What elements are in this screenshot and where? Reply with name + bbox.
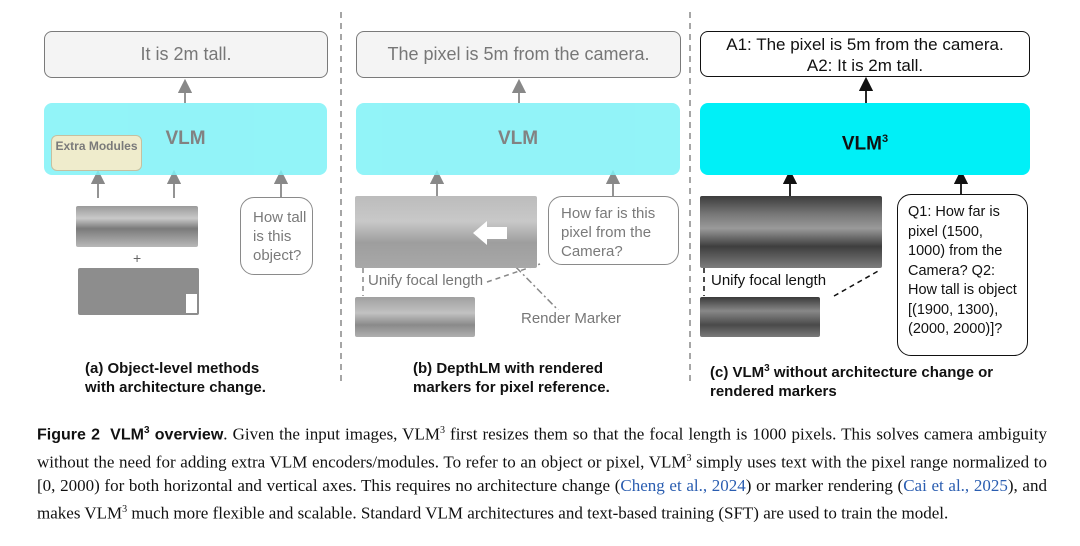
- panel-a-output-box: It is 2m tall.: [44, 31, 328, 78]
- panel-c-caption-post: without architecture change or: [769, 364, 994, 381]
- panel-a-street-image: [76, 206, 198, 247]
- panel-c-caption: (c) VLM3 without architecture change or …: [710, 359, 1040, 401]
- panel-b-resized-image: [355, 297, 475, 337]
- render-marker-label: Render Marker: [521, 310, 622, 327]
- figure-label: Figure 2: [37, 426, 101, 444]
- panel-c-question-box: Q1: How far is pixel (1500, 1000) from t…: [897, 194, 1028, 356]
- panel-c-caption-pre: (c) VLM: [710, 364, 765, 381]
- panel-a-caption: (a) Object-level methods with architectu…: [85, 359, 335, 397]
- unify-dash-c-right: [833, 269, 881, 297]
- panel-c-vlm-sup: 3: [881, 133, 889, 145]
- panel-b-question-box: How far is this pixel from the Camera?: [548, 196, 679, 265]
- caption-s2-sup: 3: [686, 453, 692, 465]
- panel-b-caption-line2: markers for pixel reference.: [413, 379, 610, 396]
- citation-cheng[interactable]: Cheng et al., 2024: [620, 476, 746, 496]
- panel-b-unify-label: Unify focal length: [366, 272, 486, 289]
- panel-a-plus: +: [133, 250, 142, 266]
- panel-b-output-box: The pixel is 5m from the camera.: [356, 31, 681, 78]
- caption-s5: ), and makes VLM: [37, 476, 1047, 523]
- caption-s1: . Given the input images, VLM: [223, 424, 440, 444]
- panel-b-caption-line1: (b) DepthLM with rendered: [413, 360, 603, 377]
- mask-white-region: [186, 294, 197, 313]
- figure-title-sup: 3: [143, 425, 150, 436]
- figure-caption: Figure 2 VLM3 overview. Given the input …: [37, 419, 1047, 525]
- citation-cai[interactable]: Cai et al., 2025: [903, 476, 1008, 496]
- render-marker-line: [500, 251, 564, 316]
- panel-a-caption-line1: (a) Object-level methods: [85, 360, 260, 377]
- panel-b-street-image: [355, 196, 537, 268]
- panel-a-question-box: How tall is this object?: [240, 197, 313, 275]
- panel-b-vlm-label: VLM: [497, 128, 539, 149]
- panel-c-output-box: A1: The pixel is 5m from the camera. A2:…: [700, 31, 1030, 77]
- caption-s5-sup: 3: [122, 503, 128, 515]
- caption-s2: first resizes them so that the focal len…: [37, 424, 1047, 472]
- panel-b-output-text: The pixel is 5m from the camera.: [387, 44, 650, 64]
- caption-s1-sup: 3: [439, 425, 445, 436]
- panel-c-vlm-label: VLM: [841, 133, 882, 155]
- panel-b-caption: (b) DepthLM with rendered markers for pi…: [413, 359, 673, 397]
- panel-c-caption-sup: 3: [764, 363, 770, 374]
- extra-modules-box: Extra Modules: [51, 135, 142, 171]
- panel-a-caption-line2: with architecture change.: [85, 379, 266, 396]
- panel-b-vlm-block: VLM: [356, 103, 680, 175]
- figure-title: VLM: [110, 426, 144, 444]
- panel-b-question-text: How far is this pixel from the Camera?: [561, 205, 656, 260]
- caption-s6: much more flexible and scalable. Standar…: [127, 503, 949, 523]
- panel-c-caption-line1: (c) VLM3 without architecture change or: [710, 359, 1040, 382]
- panel-a-vlm-label: VLM: [165, 128, 206, 149]
- panel-c-street-image: [700, 196, 882, 268]
- caption-s3: simply uses text with the pixel range no…: [37, 452, 1047, 496]
- panel-c-output-line1: A1: The pixel is 5m from the camera.: [726, 35, 1004, 54]
- panel-c-question-text: Q1: How far is pixel (1500, 1000) from t…: [908, 204, 1017, 337]
- panel-a-mask-image: [78, 268, 199, 315]
- panel-a-question-text: How tall is this object?: [253, 209, 307, 264]
- panel-c-output-line2: A2: It is 2m tall.: [806, 56, 924, 75]
- caption-s4: ) or marker rendering (: [745, 476, 904, 496]
- marker-arrow-icon: [473, 221, 507, 245]
- panel-c-resized-image: [700, 297, 820, 337]
- panel-c-vlm-block: VLM3: [700, 103, 1030, 175]
- panel-a-output-text: It is 2m tall.: [140, 44, 232, 64]
- panel-c-unify-label: Unify focal length: [709, 272, 829, 289]
- figure-title-post: overview: [149, 426, 224, 444]
- extra-modules-label: Extra Modules: [55, 139, 138, 153]
- panel-c-caption-line2: rendered markers: [710, 383, 837, 400]
